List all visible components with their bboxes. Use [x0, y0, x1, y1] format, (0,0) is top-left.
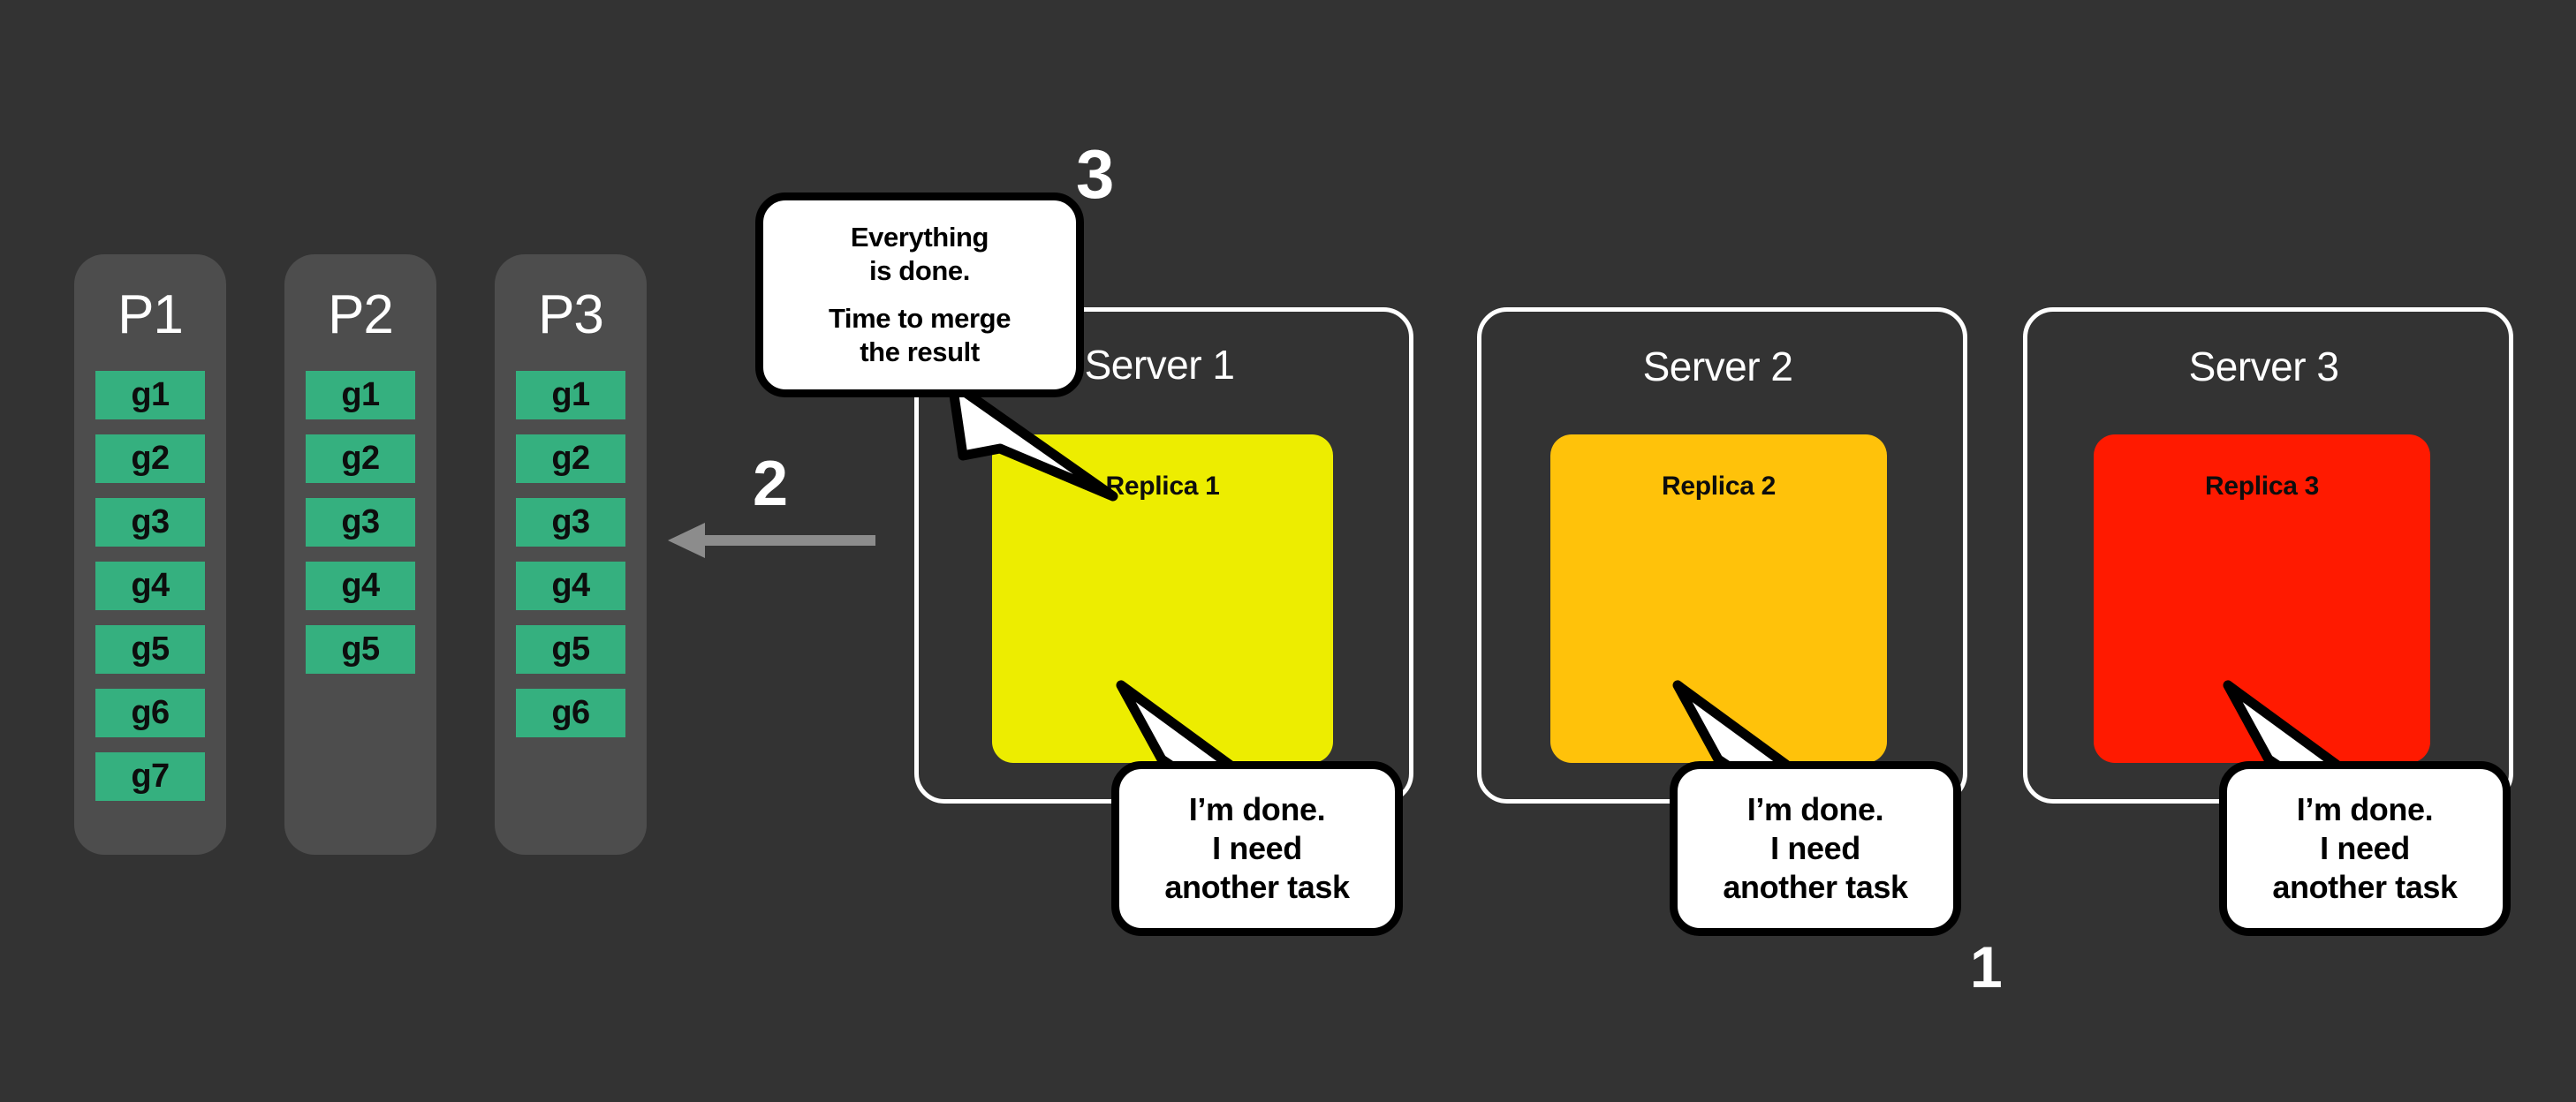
bubble-text-line: I need	[1212, 830, 1302, 867]
bubble-text-line: another task	[2272, 868, 2458, 905]
server-label-1: Server 1	[1084, 342, 1235, 388]
bubble-text-line: Everything	[850, 222, 989, 253]
partition-column-p3[interactable]: P3 g1 g2 g3 g4 g5 g6	[495, 254, 647, 855]
replica-label-2: Replica 2	[1661, 472, 1777, 501]
group-cell[interactable]: g5	[306, 625, 415, 674]
done-speech-bubble-1[interactable]: I’m done. I need another task	[1111, 761, 1403, 936]
server-label-3: Server 3	[2188, 343, 2339, 389]
group-cell[interactable]: g7	[95, 752, 205, 801]
group-cell[interactable]: g6	[95, 689, 205, 737]
bubble-text-line: another task	[1164, 868, 1350, 905]
step-number-1: 1	[1970, 934, 2003, 1000]
step-number-3: 3	[1076, 135, 1114, 213]
bubble-text-line: I need	[1770, 830, 1860, 867]
group-cell[interactable]: g1	[306, 371, 415, 419]
group-cell[interactable]: g3	[95, 498, 205, 547]
group-cell[interactable]: g2	[95, 434, 205, 483]
bubble-text-line: is done.	[869, 255, 970, 287]
group-cell[interactable]: g4	[306, 562, 415, 610]
merge-arrow-icon	[668, 523, 875, 558]
bubble-text-line: I need	[2320, 830, 2410, 867]
bubble-text-line: the result	[860, 336, 980, 367]
group-cell[interactable]: g6	[516, 689, 625, 737]
group-cell[interactable]: g3	[516, 498, 625, 547]
bubble-text-line: I’m done.	[2296, 791, 2434, 828]
group-cell[interactable]: g4	[516, 562, 625, 610]
replica-block-3[interactable]: Replica 3	[2094, 434, 2430, 763]
replica-label-1: Replica 1	[1105, 472, 1220, 501]
group-cell[interactable]: g4	[95, 562, 205, 610]
group-cell[interactable]: g1	[516, 371, 625, 419]
group-cell[interactable]: g2	[516, 434, 625, 483]
replica-label-3: Replica 3	[2204, 472, 2320, 501]
partition-column-p2[interactable]: P2 g1 g2 g3 g4 g5	[284, 254, 436, 855]
partition-column-p1[interactable]: P1 g1 g2 g3 g4 g5 g6 g7	[74, 254, 226, 855]
partition-label: P3	[538, 284, 604, 345]
bubble-text-line: I’m done.	[1188, 791, 1326, 828]
server-label-2: Server 2	[1642, 343, 1793, 389]
merge-speech-bubble[interactable]: Everything is done. Time to merge the re…	[755, 192, 1084, 397]
replica-block-1[interactable]: Replica 1	[992, 434, 1333, 763]
bubble-text-line: Time to merge	[828, 303, 1011, 334]
group-cell[interactable]: g1	[95, 371, 205, 419]
group-cell[interactable]: g2	[306, 434, 415, 483]
done-speech-bubble-2[interactable]: I’m done. I need another task	[1670, 761, 1961, 936]
group-cell[interactable]: g5	[95, 625, 205, 674]
group-cell[interactable]: g3	[306, 498, 415, 547]
bubble-text-line: I’m done.	[1746, 791, 1884, 828]
replica-block-2[interactable]: Replica 2	[1550, 434, 1887, 763]
partition-label: P1	[117, 284, 184, 345]
step-number-2: 2	[753, 449, 788, 519]
bubble-text-line: another task	[1723, 868, 1908, 905]
done-speech-bubble-3[interactable]: I’m done. I need another task	[2219, 761, 2511, 936]
partition-label: P2	[328, 284, 394, 345]
group-cell[interactable]: g5	[516, 625, 625, 674]
